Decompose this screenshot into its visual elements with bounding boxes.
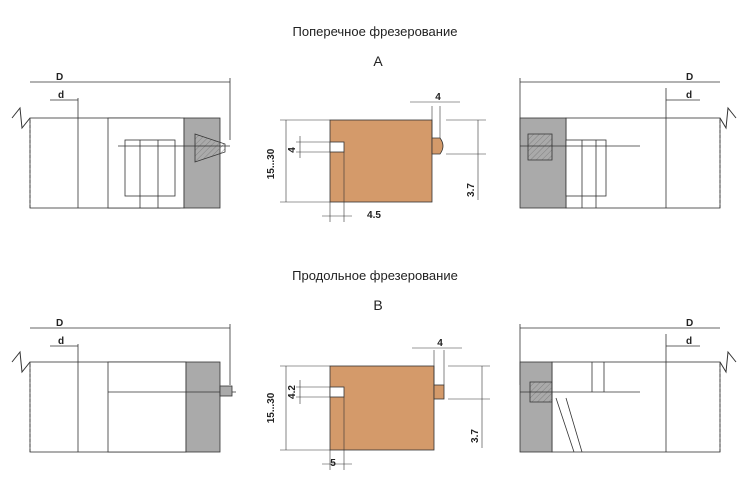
profile-b-offset: 3.7 <box>470 429 481 443</box>
cutter-b-right <box>519 324 737 454</box>
cutter-a-right-label-D: D <box>686 72 693 83</box>
profile-a-tongue-dim: 4 <box>435 92 441 103</box>
profile-a-height: 15...30 <box>266 148 277 179</box>
profile-a-wood <box>329 119 433 203</box>
profile-a <box>280 101 486 222</box>
section-a: Поперечное фрезерование А D d <box>11 24 737 222</box>
cutter-a-left-label-d: d <box>58 90 64 101</box>
profile-a-offset: 3.7 <box>466 183 477 197</box>
profile-b-height: 15...30 <box>266 392 277 423</box>
profile-b <box>280 347 490 470</box>
profile-b-wood <box>329 365 435 451</box>
profile-b-tongue-dim: 4 <box>437 338 443 349</box>
section-a-title: Поперечное фрезерование <box>293 24 458 39</box>
section-b: Продольное фрезерование В D d <box>11 268 737 470</box>
profile-b-groove-width: 4.2 <box>287 385 298 399</box>
profile-b-tongue <box>433 384 445 400</box>
section-b-letter: В <box>373 297 382 313</box>
profile-b-depth: 5 <box>330 458 336 469</box>
cutter-b-left <box>11 324 236 454</box>
cutter-a-left <box>11 78 231 210</box>
section-b-title: Продольное фрезерование <box>292 268 458 283</box>
profile-a-tongue <box>431 137 444 155</box>
cutter-b-right-label-D: D <box>686 318 693 329</box>
section-a-letter: А <box>373 53 383 69</box>
profile-a-groove <box>329 141 345 153</box>
cutter-a-right <box>519 78 737 210</box>
cutter-b-left-label-d: d <box>58 336 64 347</box>
cutter-a-left-label-D: D <box>56 72 63 83</box>
profile-a-depth: 4.5 <box>367 210 381 221</box>
cutter-b-right-label-d: d <box>686 336 692 347</box>
cutter-a-right-label-d: d <box>686 90 692 101</box>
profile-a-groove-width: 4 <box>287 147 298 153</box>
profile-b-groove <box>329 386 345 398</box>
cutter-b-left-label-D: D <box>56 318 63 329</box>
